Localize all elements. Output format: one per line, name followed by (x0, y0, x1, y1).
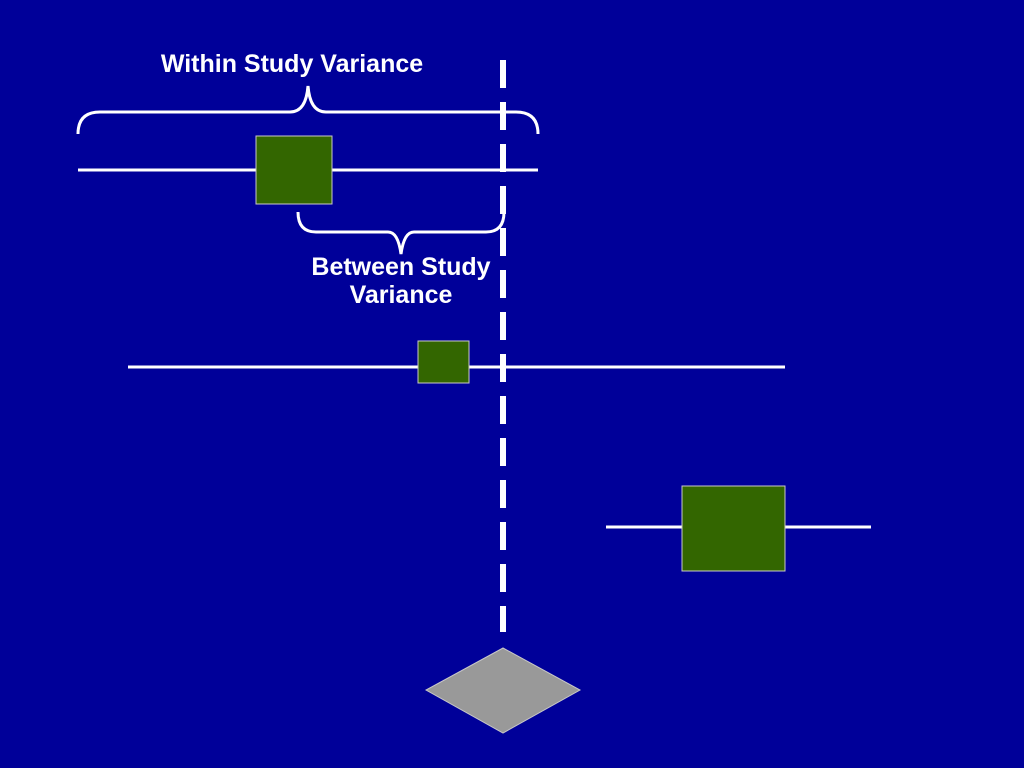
between-study-label-line-1: Between Study (311, 253, 491, 281)
study-3-box (681, 485, 786, 572)
between-study-label-line-2: Variance (349, 281, 453, 309)
between-study-variance-label: Between Study Variance (296, 253, 506, 309)
within-study-brace (76, 85, 540, 135)
within-study-variance-label: Within Study Variance (160, 50, 424, 78)
study-2-box (417, 340, 470, 384)
pooled-estimate-diamond (424, 647, 582, 734)
between-study-brace (296, 211, 506, 255)
study-1-box (255, 135, 333, 205)
